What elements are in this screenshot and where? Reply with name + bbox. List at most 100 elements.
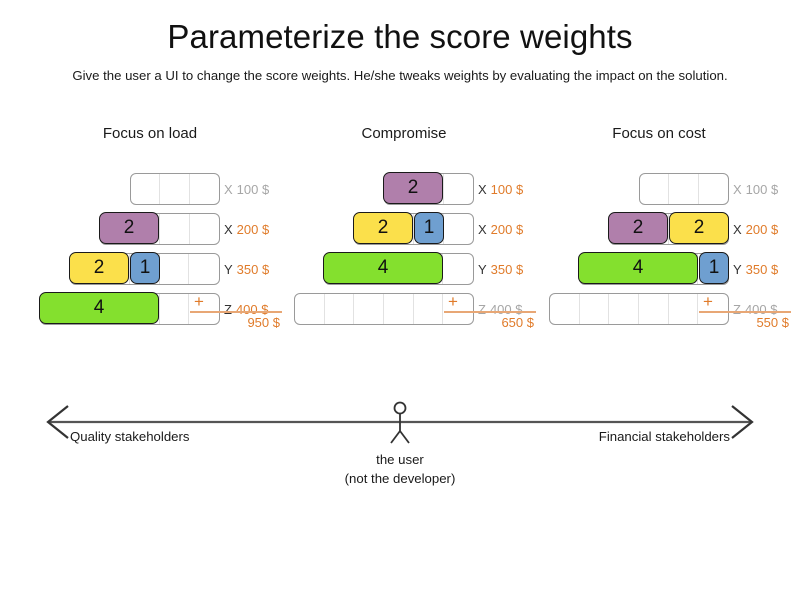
slider-cell[interactable] — [639, 294, 669, 324]
slider-cell[interactable] — [190, 214, 219, 244]
weight-slider[interactable] — [549, 293, 729, 325]
total-sum: 650 $ — [501, 315, 534, 330]
slider-cell[interactable] — [443, 254, 473, 284]
slider-cell[interactable] — [580, 294, 610, 324]
slider-segments: 2 — [99, 212, 160, 244]
column-title: Focus on load — [102, 125, 198, 142]
weight-segment-green[interactable]: 4 — [39, 292, 159, 324]
slider-cell[interactable] — [131, 174, 161, 204]
row-amount: 100 $ — [236, 181, 270, 197]
weight-segment-yellow[interactable]: 2 — [69, 252, 129, 284]
total-sum: 550 $ — [756, 315, 789, 330]
row-amount: 350 $ — [490, 261, 524, 277]
weight-segment-purple[interactable]: 2 — [99, 212, 159, 244]
slider-cell[interactable] — [384, 294, 414, 324]
weight-slider[interactable] — [294, 293, 474, 325]
slider-track[interactable] — [549, 293, 729, 325]
row-amount: 200 $ — [745, 221, 779, 237]
weight-segment-yellow[interactable]: 2 — [669, 212, 729, 244]
row-letter: Z — [224, 301, 232, 317]
row-letter: X — [224, 181, 233, 197]
column-total: +950 $ — [182, 293, 282, 330]
column-total: +650 $ — [436, 293, 536, 330]
row-letter: Y — [224, 261, 233, 277]
weight-slider[interactable]: 4 — [39, 292, 220, 325]
row-amount: 100 $ — [490, 181, 524, 197]
slider-cell[interactable] — [160, 294, 190, 324]
total-rule — [190, 311, 282, 313]
slider-cell[interactable] — [550, 294, 580, 324]
slider-cell[interactable] — [160, 174, 190, 204]
row-letter: Z — [478, 301, 486, 317]
weight-slider[interactable]: 2 — [383, 172, 474, 205]
slider-cell[interactable] — [444, 174, 473, 204]
weight-segment-yellow[interactable]: 2 — [353, 212, 413, 244]
slider-track[interactable] — [639, 173, 729, 205]
weight-segment-blue[interactable]: 1 — [699, 252, 729, 284]
slide-subtitle: Give the user a UI to change the score w… — [72, 68, 728, 83]
slider-track[interactable] — [130, 173, 220, 205]
slider-cell[interactable] — [669, 294, 699, 324]
weight-slider[interactable] — [639, 173, 729, 205]
weight-segment-purple[interactable]: 2 — [608, 212, 668, 244]
slider-cell[interactable] — [640, 214, 669, 244]
slider-cell[interactable] — [160, 214, 190, 244]
row-letter: X — [224, 221, 233, 237]
row-amount: 350 $ — [236, 261, 270, 277]
slider-cell[interactable] — [699, 174, 728, 204]
slider-cell[interactable] — [444, 214, 473, 244]
slider-cell[interactable] — [160, 254, 190, 284]
slider-cell[interactable] — [609, 294, 640, 324]
weight-segment-blue[interactable]: 1 — [130, 252, 160, 284]
weight-segment-purple[interactable]: 2 — [383, 172, 443, 204]
slider-track[interactable] — [294, 293, 474, 325]
slider-cell[interactable] — [385, 214, 414, 244]
row-letter: Y — [478, 261, 487, 277]
slider-cell[interactable] — [295, 294, 325, 324]
slider-cell[interactable] — [101, 254, 131, 284]
slider-cell[interactable] — [354, 294, 385, 324]
row-letter: X — [733, 221, 742, 237]
axis-arrow-icon — [46, 401, 754, 444]
row-amount: 200 $ — [236, 221, 270, 237]
slider-cell[interactable] — [130, 294, 160, 324]
weight-segment-green[interactable]: 4 — [323, 252, 443, 284]
slider-cell[interactable] — [131, 214, 160, 244]
slider-cell[interactable] — [640, 174, 670, 204]
weight-slider[interactable]: 2 — [99, 212, 220, 245]
slider-cell[interactable] — [190, 174, 219, 204]
slider-cell[interactable] — [414, 294, 444, 324]
slider-cell[interactable] — [414, 174, 444, 204]
total-rule — [444, 311, 536, 313]
weight-slider[interactable]: 4 — [323, 252, 474, 285]
slider-cell[interactable] — [189, 254, 219, 284]
weight-slider[interactable] — [130, 173, 220, 205]
weight-segment-blue[interactable]: 1 — [414, 212, 444, 244]
weight-segment-green[interactable]: 4 — [578, 252, 698, 284]
stakeholder-axis: Quality stakeholders Financial stakehold… — [0, 398, 800, 518]
stick-figure-icon — [390, 401, 410, 444]
slider-cell[interactable] — [669, 174, 699, 204]
slider-cell[interactable] — [325, 294, 355, 324]
